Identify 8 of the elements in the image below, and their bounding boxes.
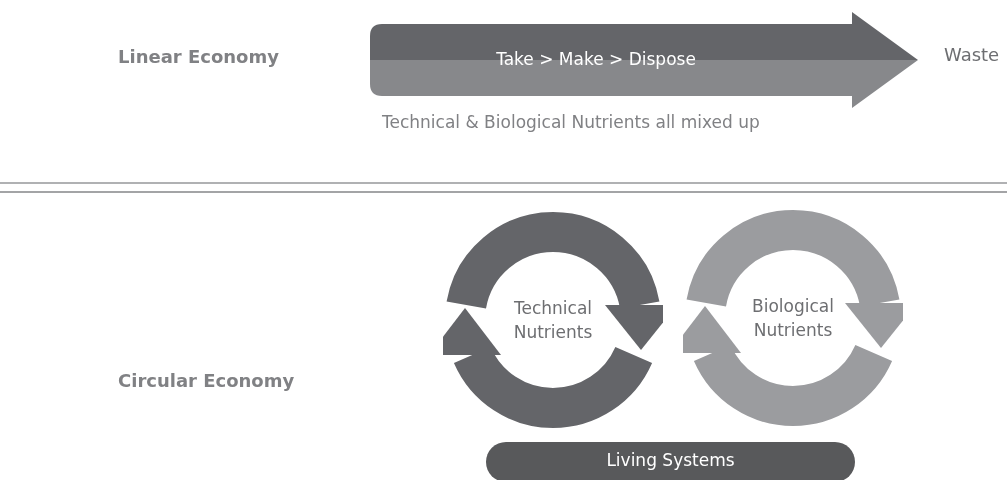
arrow-text: Take > Make > Dispose [495,49,697,69]
caption-text: Technical & Biological Nutrients all mixed up [382,112,760,132]
cycle-label: Technical Nutrients [512,297,594,344]
section-label: Circular Economy [118,370,295,391]
end-label: Waste [944,44,1007,74]
cycle-label: Biological Nutrients [751,295,835,342]
pill-banner: Living Systems [486,442,855,480]
section-label: Linear Economy [118,46,279,67]
